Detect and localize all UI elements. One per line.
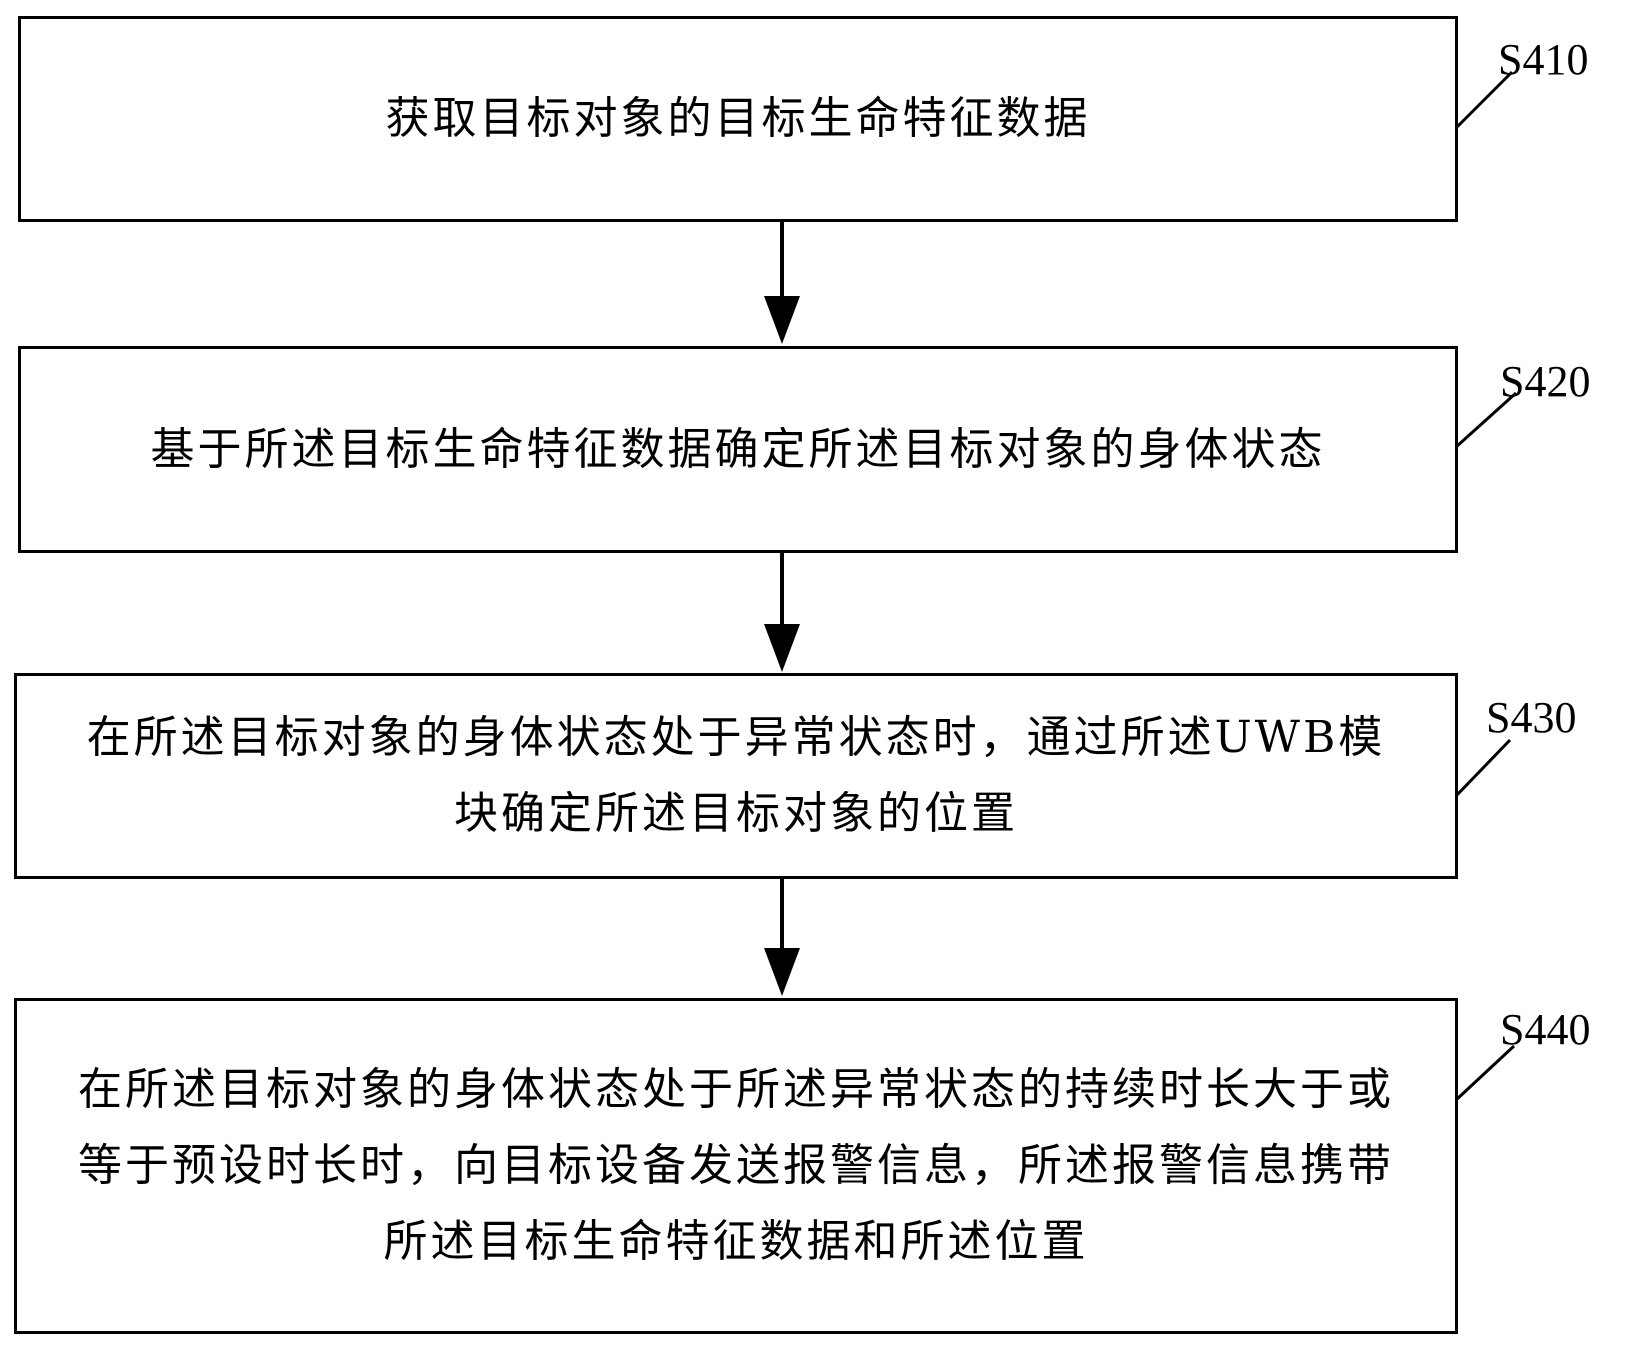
arrowhead-s410-to-s420 xyxy=(764,296,800,344)
step-box-s440: 在所述目标对象的身体状态处于所述异常状态的持续时长大于或等于预设时长时，向目标设… xyxy=(14,998,1458,1334)
step-label-s430: S430 xyxy=(1486,693,1577,742)
step-box-s410: 获取目标对象的目标生命特征数据 xyxy=(18,16,1458,222)
step-label-s420: S420 xyxy=(1500,357,1591,406)
step-box-s420: 基于所述目标生命特征数据确定所述目标对象的身体状态 xyxy=(18,346,1458,553)
arrowhead-s430-to-s440 xyxy=(764,948,800,996)
leader-line-s430 xyxy=(1454,738,1512,798)
step-text-s420: 基于所述目标生命特征数据确定所述目标对象的身体状态 xyxy=(150,423,1326,475)
step-label-s410: S410 xyxy=(1498,35,1589,84)
step-text-s430: 在所述目标对象的身体状态处于异常状态时，通过所述UWB模块确定所述目标对象的位置 xyxy=(86,712,1386,839)
step-label-s440: S440 xyxy=(1500,1005,1591,1054)
step-box-s430: 在所述目标对象的身体状态处于异常状态时，通过所述UWB模块确定所述目标对象的位置 xyxy=(14,673,1458,879)
leader-line-s420 xyxy=(1454,391,1518,449)
leader-line-s440 xyxy=(1454,1044,1516,1102)
leader-line-s410 xyxy=(1454,70,1514,130)
step-text-s410: 获取目标对象的目标生命特征数据 xyxy=(385,93,1091,144)
arrowhead-s420-to-s430 xyxy=(764,624,800,672)
step-text-s440: 在所述目标对象的身体状态处于所述异常状态的持续时长大于或等于预设时长时，向目标设… xyxy=(78,1064,1394,1267)
